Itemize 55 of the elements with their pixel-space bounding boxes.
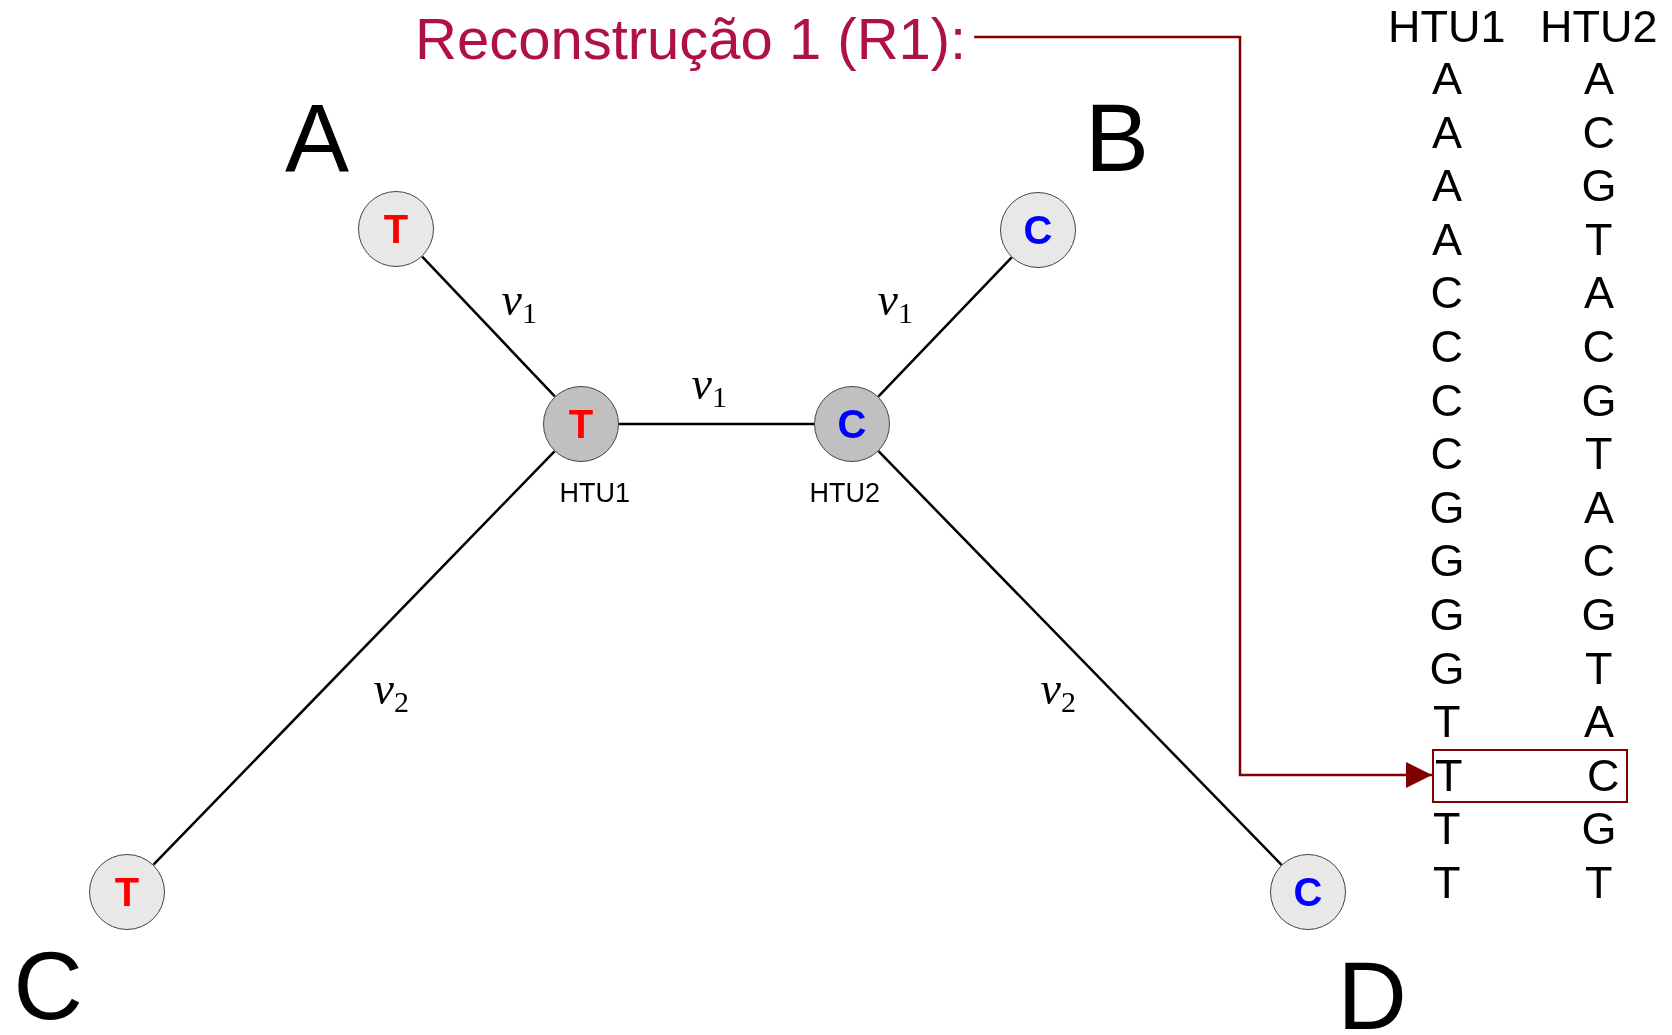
table-cell: T xyxy=(1435,753,1463,798)
branch-line xyxy=(877,256,1013,398)
table-cell: T xyxy=(1585,216,1613,262)
table-cell: T xyxy=(1585,645,1613,691)
taxon-letter: C xyxy=(13,937,83,1034)
table-cell: A xyxy=(1432,216,1462,262)
table-cell: A xyxy=(1584,56,1614,101)
column-header: HTU1 xyxy=(1388,4,1506,50)
branch-line xyxy=(421,255,556,398)
branch-line xyxy=(877,450,1283,866)
table-cell: G xyxy=(1429,592,1465,637)
branch-line xyxy=(152,450,556,866)
table-cell: C xyxy=(1587,753,1620,798)
base-letter: T xyxy=(383,206,409,252)
base-circle xyxy=(543,386,619,462)
base-letter: C xyxy=(837,401,867,447)
table-cell: C xyxy=(1582,324,1615,369)
table-cell: A xyxy=(1584,484,1614,530)
table-cell: G xyxy=(1581,163,1617,209)
base-letter: C xyxy=(1293,869,1323,915)
table-cell: T xyxy=(1433,806,1461,852)
table-cell: G xyxy=(1581,592,1617,637)
table-cell: A xyxy=(1432,56,1462,101)
node-caption: HTU1 xyxy=(559,479,630,507)
table-cell: G xyxy=(1429,645,1465,691)
table-cell: T xyxy=(1585,431,1613,477)
table-cell: A xyxy=(1432,163,1462,209)
table-cell: C xyxy=(1430,377,1463,423)
taxon-letter: A xyxy=(285,89,350,186)
base-letter: T xyxy=(568,401,594,447)
table-cell: C xyxy=(1430,270,1463,316)
table-cell: A xyxy=(1584,699,1614,745)
table-cell: A xyxy=(1432,109,1462,155)
base-circle xyxy=(814,386,890,462)
highlight-box xyxy=(1432,749,1628,803)
column-header: HTU2 xyxy=(1540,4,1658,50)
taxon-letter: D xyxy=(1337,947,1407,1035)
table-cell: C xyxy=(1582,538,1615,584)
node-caption: HTU2 xyxy=(809,479,880,507)
table-cell: C xyxy=(1430,431,1463,477)
arrow xyxy=(974,35,1432,788)
table-cell: G xyxy=(1429,484,1465,530)
table-cell: G xyxy=(1429,538,1465,584)
branch-line xyxy=(619,422,814,426)
taxon-letter: B xyxy=(1085,89,1150,186)
table-cell: C xyxy=(1430,324,1463,369)
base-letter: C xyxy=(1023,207,1053,253)
table-cell: G xyxy=(1581,377,1617,423)
table-cell: C xyxy=(1582,109,1615,155)
base-letter: T xyxy=(114,869,140,915)
table-cell: T xyxy=(1585,860,1613,905)
table-cell: T xyxy=(1433,860,1461,905)
table-cell: T xyxy=(1433,699,1461,745)
table-cell: A xyxy=(1584,270,1614,316)
table-cell: G xyxy=(1581,806,1617,852)
